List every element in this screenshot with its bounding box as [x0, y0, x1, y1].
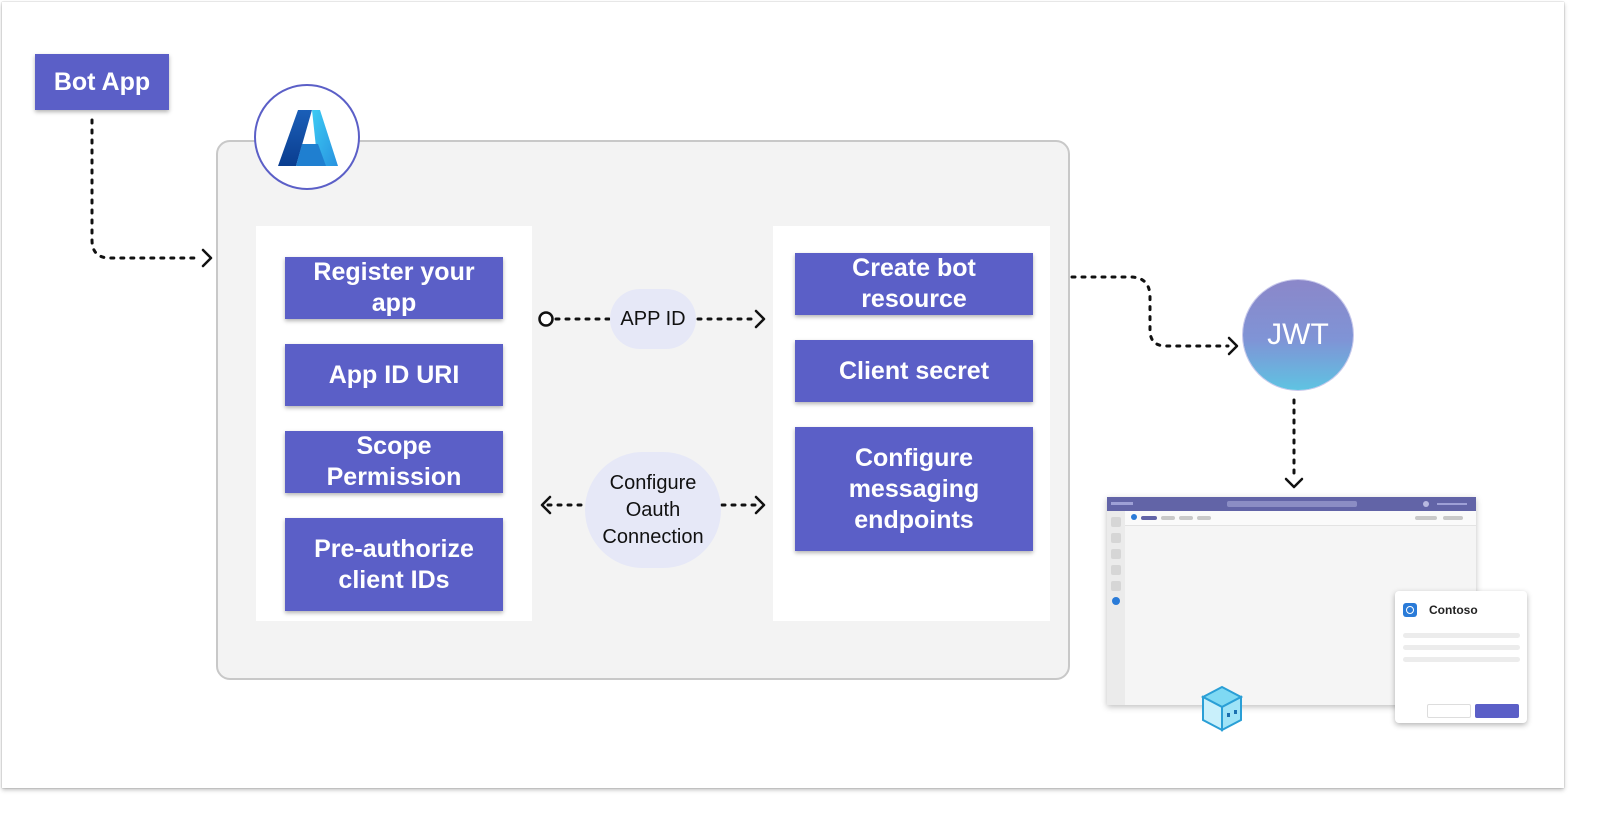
card-text-line [1403, 645, 1520, 650]
card-primary-button[interactable] [1475, 704, 1519, 718]
bot-app-box: Bot App [35, 54, 169, 110]
app-id-bubble: APP ID [610, 289, 696, 349]
rail-app-icon [1112, 597, 1120, 605]
create-bot-resource-step: Create bot resource [795, 253, 1033, 315]
card-text-line [1403, 657, 1520, 662]
azure-icon [254, 84, 360, 190]
rail-calendar-icon [1111, 565, 1121, 575]
step-label: Pre-authorize client IDs [314, 534, 474, 594]
contoso-app-icon [1403, 603, 1417, 617]
rail-teams-icon [1111, 549, 1121, 559]
teams-header [1125, 511, 1476, 526]
rail-calls-icon [1111, 581, 1121, 591]
contoso-card: Contoso [1395, 591, 1527, 723]
rail-activity-icon [1111, 517, 1121, 527]
client-secret-step: Client secret [795, 340, 1033, 402]
teams-title-bar [1107, 497, 1476, 511]
app-id-uri-step: App ID URI [285, 344, 503, 406]
azure-logo-icon [278, 110, 338, 166]
bot-app-label: Bot App [53, 67, 151, 96]
card-text-line [1403, 633, 1520, 638]
step-label: Scope Permission [326, 432, 462, 491]
scope-permission-step: Scope Permission [285, 431, 503, 493]
teams-search-bar [1227, 501, 1357, 507]
oauth-bubble: Configure Oauth Connection [585, 452, 721, 568]
teams-app-rail [1107, 511, 1125, 705]
step-label: Client secret [838, 356, 990, 385]
bot-cube-icon [1200, 685, 1244, 732]
step-label: Register your app [313, 258, 475, 317]
card-secondary-button[interactable] [1427, 704, 1471, 718]
step-label: Configure messaging endpoints [848, 443, 980, 534]
jwt-token-circle: JWT [1243, 280, 1353, 390]
messaging-endpoints-step: Configure messaging endpoints [795, 427, 1033, 551]
oauth-label: Configure Oauth Connection [602, 471, 704, 548]
step-label: Create bot resource [852, 254, 976, 313]
jwt-label: JWT [1267, 318, 1329, 351]
preauthorize-step: Pre-authorize client IDs [285, 518, 503, 611]
step-label: App ID URI [328, 360, 460, 389]
register-app-step: Register your app [285, 257, 503, 319]
app-id-label: APP ID [620, 307, 686, 330]
rail-chat-icon [1111, 533, 1121, 543]
card-title: Contoso [1429, 603, 1478, 617]
